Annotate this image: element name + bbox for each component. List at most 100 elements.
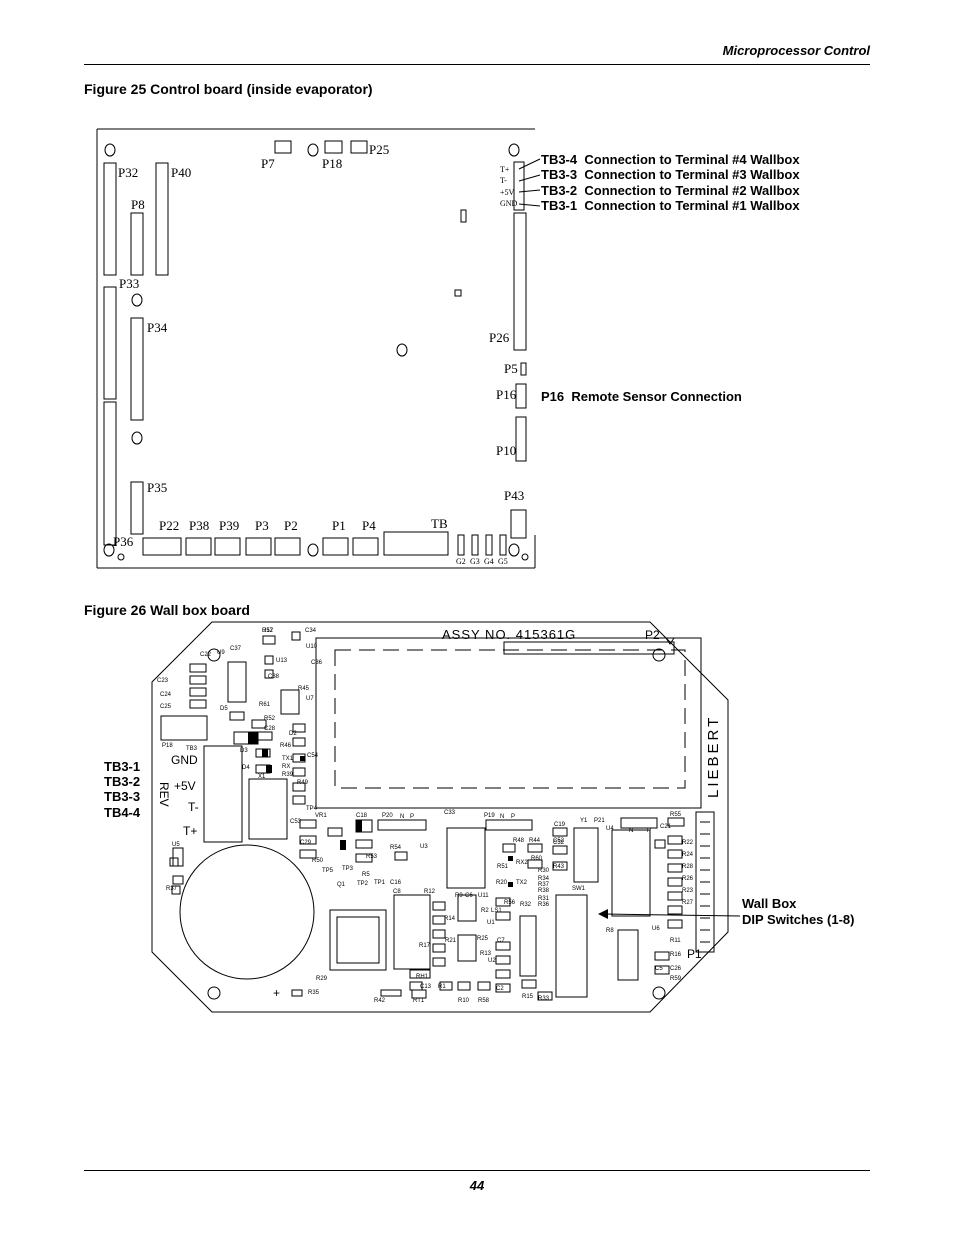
connector-p1: [695, 811, 715, 953]
connector-p34: [130, 317, 144, 421]
component-designator: R14: [444, 916, 456, 922]
component-designator: R43: [553, 864, 565, 870]
component-designator: R37: [166, 886, 178, 892]
component-designator: C34: [305, 628, 317, 634]
label-p34: P34: [147, 320, 168, 335]
component-designator: R24: [682, 852, 694, 858]
tb3-lead-lines: [518, 158, 541, 207]
component-designator: R48: [513, 838, 525, 844]
component-designator: Q1: [337, 882, 346, 888]
mounting-holes: [103, 143, 529, 561]
component-designator: U1: [487, 920, 495, 926]
component-designator: C36: [311, 660, 323, 666]
connector-p25: [350, 140, 368, 154]
component-designator: R50: [312, 858, 324, 864]
connector-g5: [499, 534, 507, 556]
component-designator: U13: [276, 658, 288, 664]
connector-p26: [513, 212, 527, 351]
component-designator: TP4: [306, 806, 318, 812]
component-designator: R58: [478, 998, 490, 1004]
connector-p43: [510, 509, 527, 539]
component-designator: R49: [297, 780, 309, 786]
component-designator: R21: [445, 938, 457, 944]
component-designator: P18: [162, 743, 173, 749]
connector-p18-a: [324, 140, 343, 154]
label-p16: P16: [496, 387, 517, 402]
component-designator: C29: [300, 840, 312, 846]
wall-box-board-diagram: ASSY NO. 415361G P2 LIEBERT GND +5V T- T…: [151, 621, 741, 1013]
label-p5: P5: [504, 361, 518, 376]
assy-number: ASSY NO. 415361G: [442, 627, 576, 642]
component-designator: R51: [497, 864, 509, 870]
connector-p36: [103, 401, 117, 546]
connector-p1: [322, 537, 349, 556]
label-p32: P32: [118, 165, 138, 180]
component-designator: VR1: [315, 813, 327, 819]
component-designator: R8: [606, 928, 614, 934]
component-designator: X1: [258, 774, 266, 780]
connector-p8: [130, 212, 144, 276]
component-designator: R60: [531, 856, 543, 862]
label-p38: P38: [189, 518, 209, 533]
connector-g4: [485, 534, 493, 556]
component-designator: C26: [670, 966, 682, 972]
label-gnd: GND: [500, 199, 518, 208]
connector-p2: [274, 537, 301, 556]
callout-p16: P16 Remote Sensor Connection: [541, 389, 742, 404]
wall-box-holes: [207, 648, 666, 1000]
component-designator: C28: [264, 726, 276, 732]
small-components: [169, 631, 685, 1001]
component-designator: C5: [655, 966, 663, 972]
component-designator: C25: [160, 704, 172, 710]
component-designator: U12: [262, 628, 274, 634]
component-designator: R35: [308, 990, 320, 996]
component-designator: SW1: [572, 886, 586, 892]
component-designator: C16: [390, 880, 402, 886]
control-board-diagram: P7 P18 P25 P32 P40 P8 P33 P34 P35 P36 P2…: [96, 128, 541, 569]
component-designator: LS1: [491, 908, 502, 914]
component-designator: C18: [356, 813, 368, 819]
label-p1-wb: P1: [687, 947, 702, 961]
callout-wb-tb3-3: TB3-3: [104, 789, 141, 804]
display-module: [315, 637, 702, 809]
component-designator: N: [400, 814, 404, 820]
label-g5: G5: [498, 557, 508, 566]
label-p33: P33: [119, 276, 139, 291]
component-designator: TX2: [516, 880, 528, 886]
component-designator: C19: [554, 822, 566, 828]
callout-tb3-1: TB3-1 Connection to Terminal #1 Wallbox: [541, 198, 800, 213]
component-designator: R61: [259, 702, 271, 708]
p1-pins: [700, 821, 710, 943]
component-designator: R31: [538, 896, 550, 902]
component-designator: TB3: [186, 746, 198, 752]
component-designator: U11: [478, 893, 489, 899]
connector-tb3: [513, 161, 525, 211]
label-p22: P22: [159, 518, 179, 533]
label-rev: REV: [157, 782, 171, 807]
connector-p5: [520, 362, 527, 376]
component-designator: R28: [682, 864, 694, 870]
component-designator: U2: [488, 958, 496, 964]
component-designator: C37: [230, 646, 242, 652]
component-designator: R17: [419, 943, 431, 949]
component-designator: R55: [670, 812, 682, 818]
component-designator: P: [410, 814, 414, 820]
component-designator: RX2: [516, 860, 528, 866]
component-designator: N: [629, 828, 633, 834]
component-designator: RX: [282, 764, 290, 770]
connector-p2: [503, 641, 675, 655]
component-designator: U3: [420, 844, 428, 850]
figure25-caption: Figure 25 Control board (inside evaporat…: [84, 81, 373, 97]
label-tplus: T+: [500, 165, 510, 174]
component-designator: R11: [670, 938, 681, 944]
label-g4: G4: [484, 557, 494, 566]
component-designator: TP5: [322, 868, 334, 874]
label-plus: +: [273, 986, 280, 1000]
label-p8: P8: [131, 197, 145, 212]
connectors: [103, 140, 527, 556]
label-p4: P4: [362, 518, 376, 533]
component-designator: R2: [481, 908, 489, 914]
label-p3: P3: [255, 518, 269, 533]
component-designator: R44: [529, 838, 541, 844]
